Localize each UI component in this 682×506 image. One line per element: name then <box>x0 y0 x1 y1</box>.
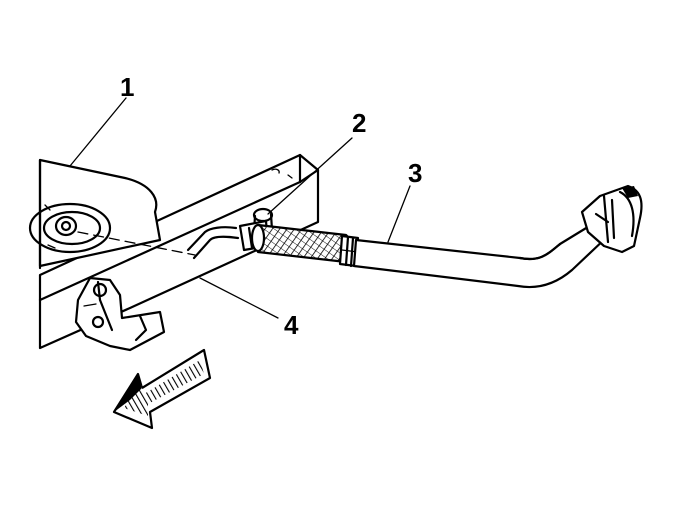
leader-1 <box>69 97 127 167</box>
callout-3: 3 <box>408 158 422 188</box>
frame-bracket <box>74 276 166 352</box>
hidden-pipe <box>77 226 240 260</box>
tailpipe-tip-hanger <box>580 184 643 254</box>
callout-4: 4 <box>284 310 299 340</box>
flex-hose <box>250 223 352 264</box>
leader-4 <box>199 277 279 319</box>
leader-3 <box>387 185 411 243</box>
forward-arrow-icon <box>112 348 212 430</box>
leader-lines <box>69 97 411 319</box>
callout-2: 2 <box>352 108 366 138</box>
callout-1: 1 <box>120 72 134 102</box>
leader-2 <box>267 137 353 215</box>
muffler <box>28 158 162 270</box>
